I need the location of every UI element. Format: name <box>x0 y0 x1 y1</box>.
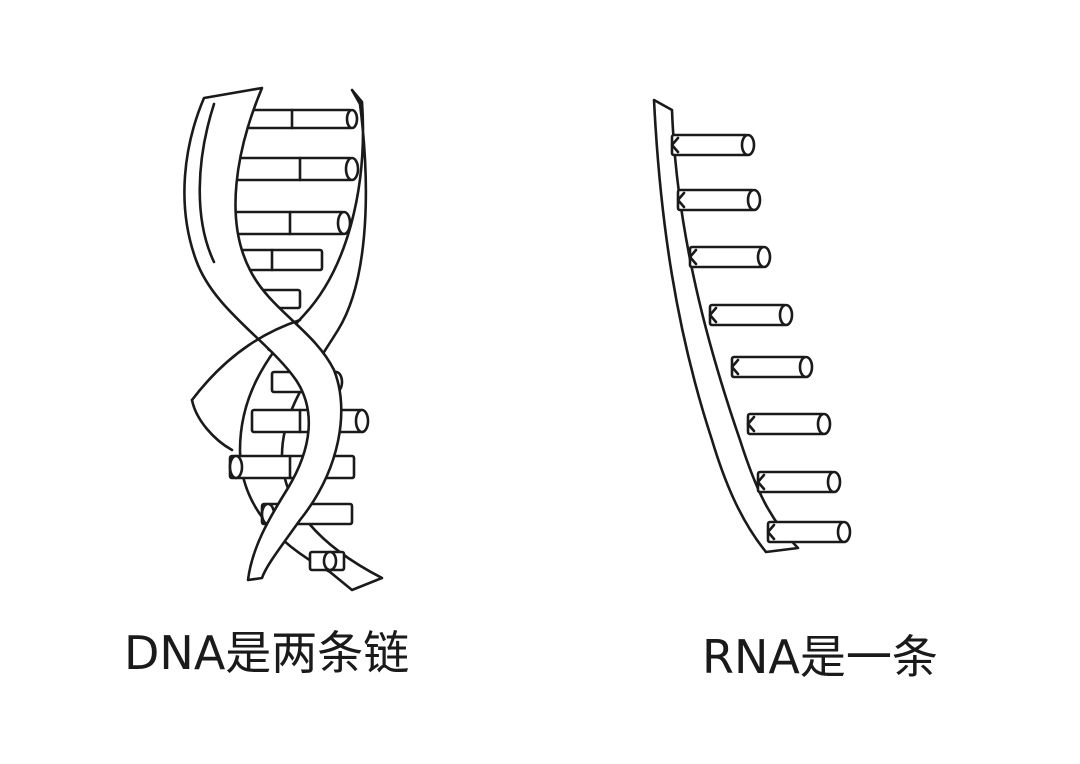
rna-base <box>758 472 840 492</box>
rna-caption: RNA是一条 <box>702 634 938 680</box>
rna-base <box>748 414 830 434</box>
rna-base <box>672 135 754 155</box>
dna-rung <box>248 110 357 128</box>
rna-base <box>690 247 770 267</box>
rna-single-strand <box>654 100 850 552</box>
dna-caption: DNA是两条链 <box>124 630 409 676</box>
rna-base <box>710 305 792 325</box>
rna-base <box>678 190 760 210</box>
dna-rung <box>310 552 344 570</box>
dna-rung <box>230 456 354 478</box>
rna-base <box>732 357 812 377</box>
rna-base <box>768 522 850 542</box>
dna-double-helix <box>184 88 382 590</box>
dna-rung <box>232 158 358 180</box>
